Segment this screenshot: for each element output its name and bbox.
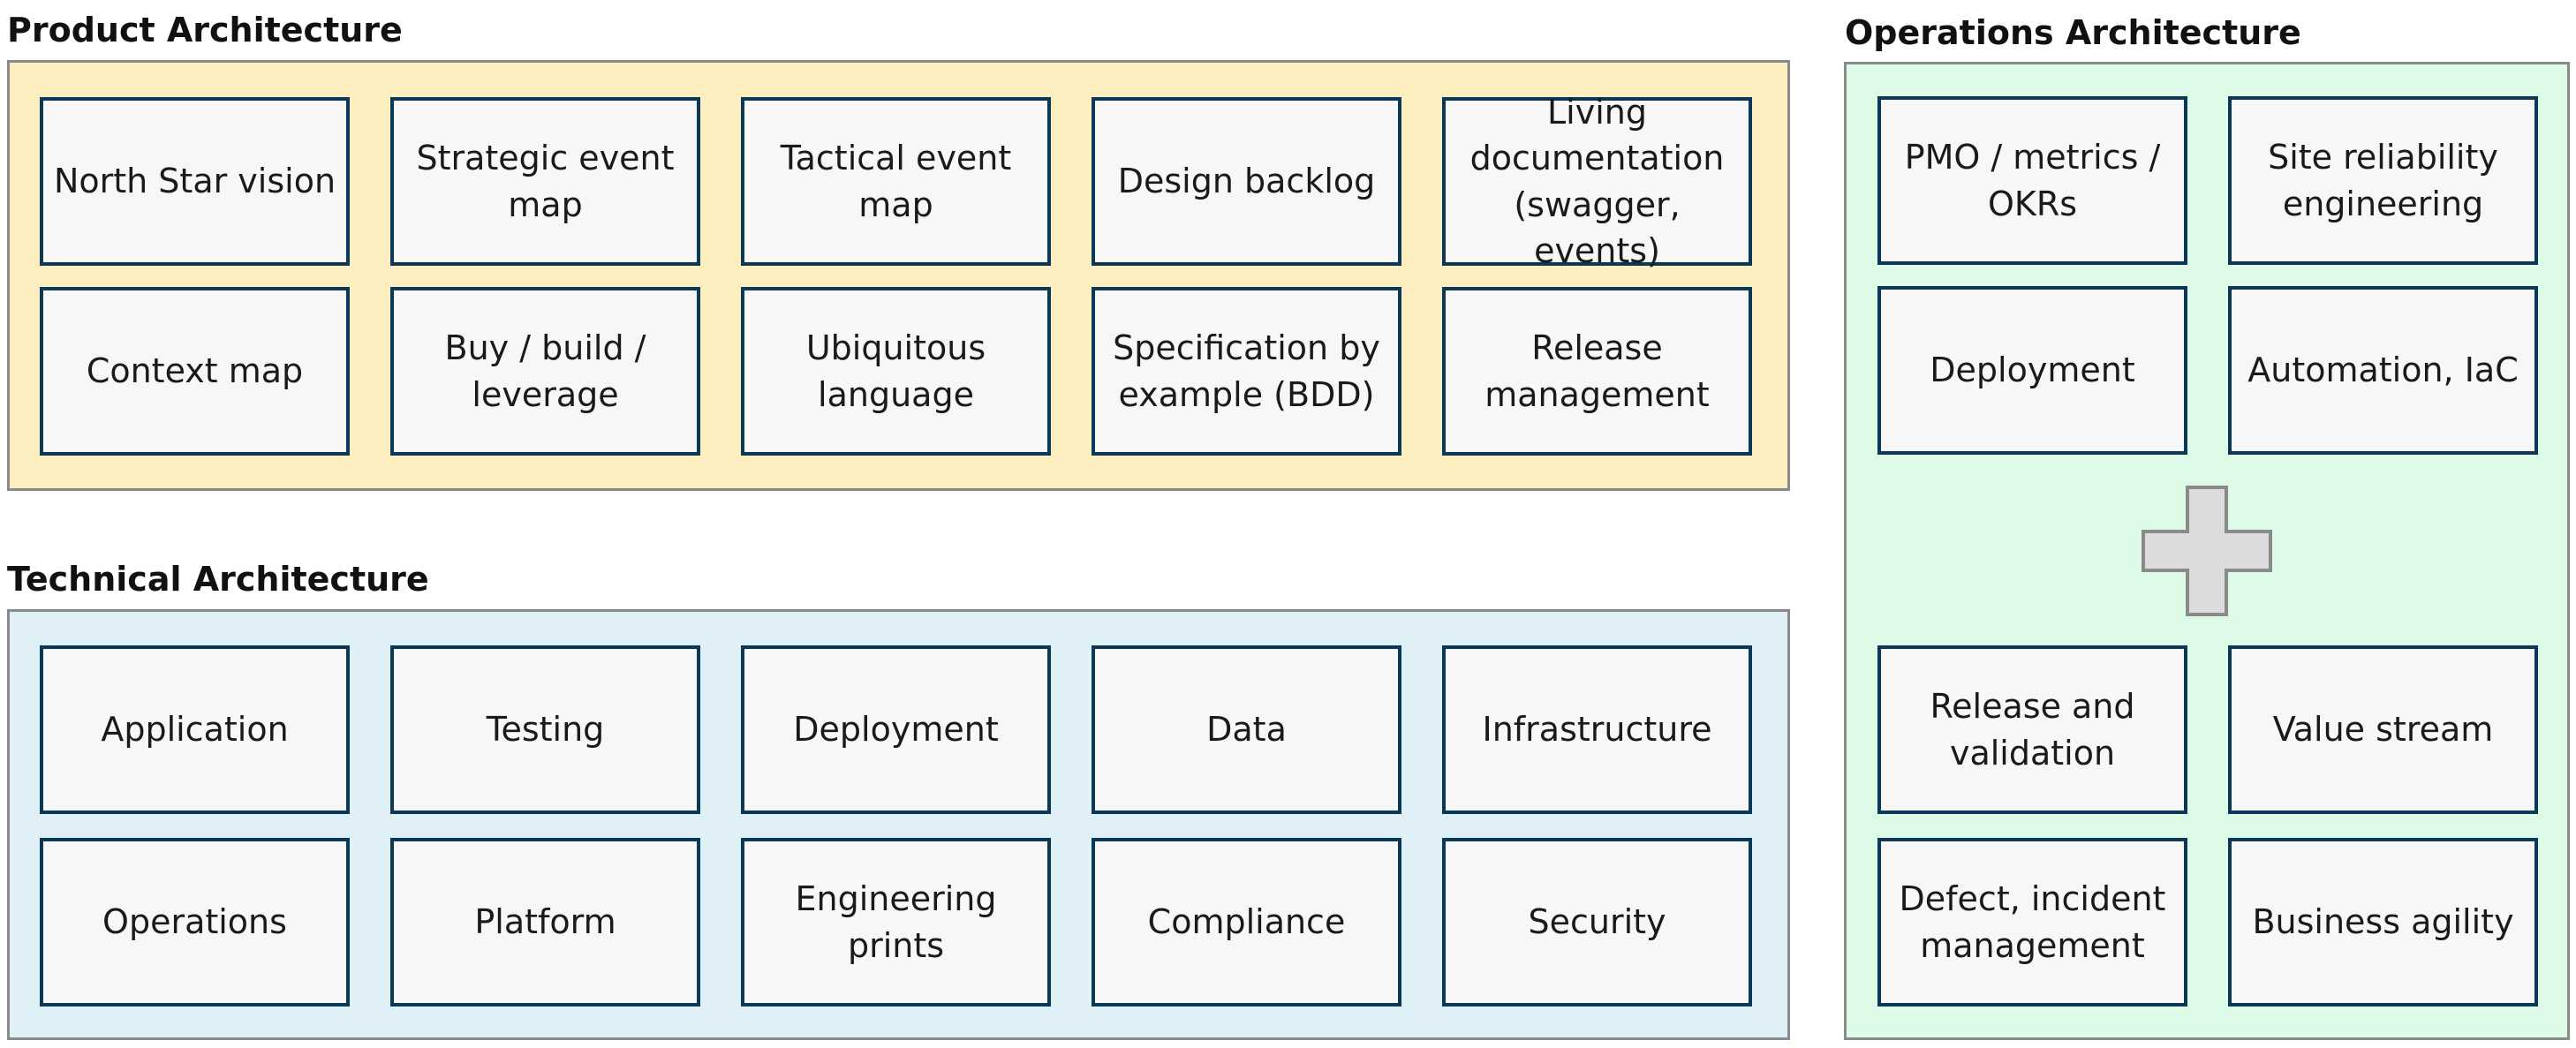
product-card: Living documentation (swagger, events) — [1442, 93, 1752, 270]
technical-card: Data — [1092, 645, 1401, 814]
operations-card-label: Defect, incident management — [1899, 879, 2166, 965]
operations-card-label: Automation, IaC — [2247, 351, 2519, 390]
technical-card-label: Deployment — [793, 710, 999, 750]
product-card-label: Ubiquitous language — [805, 328, 986, 414]
technical-architecture-title: Technical Architecture — [7, 560, 429, 599]
product-card-label: Design backlog — [1117, 162, 1376, 201]
technical-card-label: Infrastructure — [1482, 710, 1712, 750]
technical-card: Engineering prints — [741, 838, 1051, 1007]
technical-card-label: Application — [101, 710, 289, 750]
operations-card: Automation, IaC — [2228, 286, 2538, 455]
operations-card: Value stream — [2228, 645, 2538, 814]
technical-card-label: Operations — [102, 902, 287, 942]
technical-card-label: Platform — [474, 902, 616, 942]
operations-card: PMO / metrics / OKRs — [1877, 96, 2187, 265]
operations-card-label: Value stream — [2272, 710, 2494, 750]
operations-card: Release and validation — [1877, 645, 2187, 814]
product-card-label: Living documentation (swagger, events) — [1469, 92, 1725, 270]
operations-card: Deployment — [1877, 286, 2187, 455]
technical-card-label: Data — [1206, 710, 1287, 750]
technical-card: Infrastructure — [1442, 645, 1752, 814]
product-card: Buy / build / leverage — [390, 287, 700, 456]
technical-card: Security — [1442, 838, 1752, 1007]
product-architecture-title: Product Architecture — [7, 11, 403, 49]
product-card: North Star vision — [40, 97, 350, 266]
technical-card: Application — [40, 645, 350, 814]
operations-card: Business agility — [2228, 838, 2538, 1007]
product-card-label: Specification by example (BDD) — [1113, 328, 1380, 414]
plus-icon — [2142, 486, 2272, 616]
technical-card: Testing — [390, 645, 700, 814]
operations-card-label: Release and validation — [1930, 687, 2135, 773]
product-card-label: Release management — [1484, 328, 1710, 414]
technical-card-label: Engineering prints — [795, 879, 997, 965]
product-card: Strategic event map — [390, 97, 700, 266]
technical-card: Deployment — [741, 645, 1051, 814]
product-card: Ubiquitous language — [741, 287, 1051, 456]
product-card: Context map — [40, 287, 350, 456]
technical-card-label: Testing — [486, 710, 605, 750]
operations-card-label: Business agility — [2252, 902, 2514, 942]
product-card: Release management — [1442, 287, 1752, 456]
operations-card-label: Deployment — [1930, 351, 2135, 390]
product-card-label: Context map — [86, 351, 304, 391]
product-card-label: Strategic event map — [416, 139, 675, 224]
product-card-label: Buy / build / leverage — [444, 328, 646, 414]
operations-card: Defect, incident management — [1877, 838, 2187, 1007]
operations-architecture-title: Operations Architecture — [1845, 13, 2301, 52]
technical-card-label: Compliance — [1147, 902, 1346, 942]
technical-card: Compliance — [1092, 838, 1401, 1007]
operations-card-label: Site reliability engineering — [2268, 138, 2498, 223]
technical-card: Operations — [40, 838, 350, 1007]
operations-card-label: PMO / metrics / OKRs — [1904, 138, 2161, 223]
technical-card-label: Security — [1528, 902, 1666, 942]
product-card-label: Tactical event map — [780, 139, 1012, 224]
product-card-label: North Star vision — [53, 162, 336, 201]
product-card: Specification by example (BDD) — [1092, 287, 1401, 456]
operations-card: Site reliability engineering — [2228, 96, 2538, 265]
technical-card: Platform — [390, 838, 700, 1007]
product-card: Design backlog — [1092, 97, 1401, 266]
product-card: Tactical event map — [741, 97, 1051, 266]
